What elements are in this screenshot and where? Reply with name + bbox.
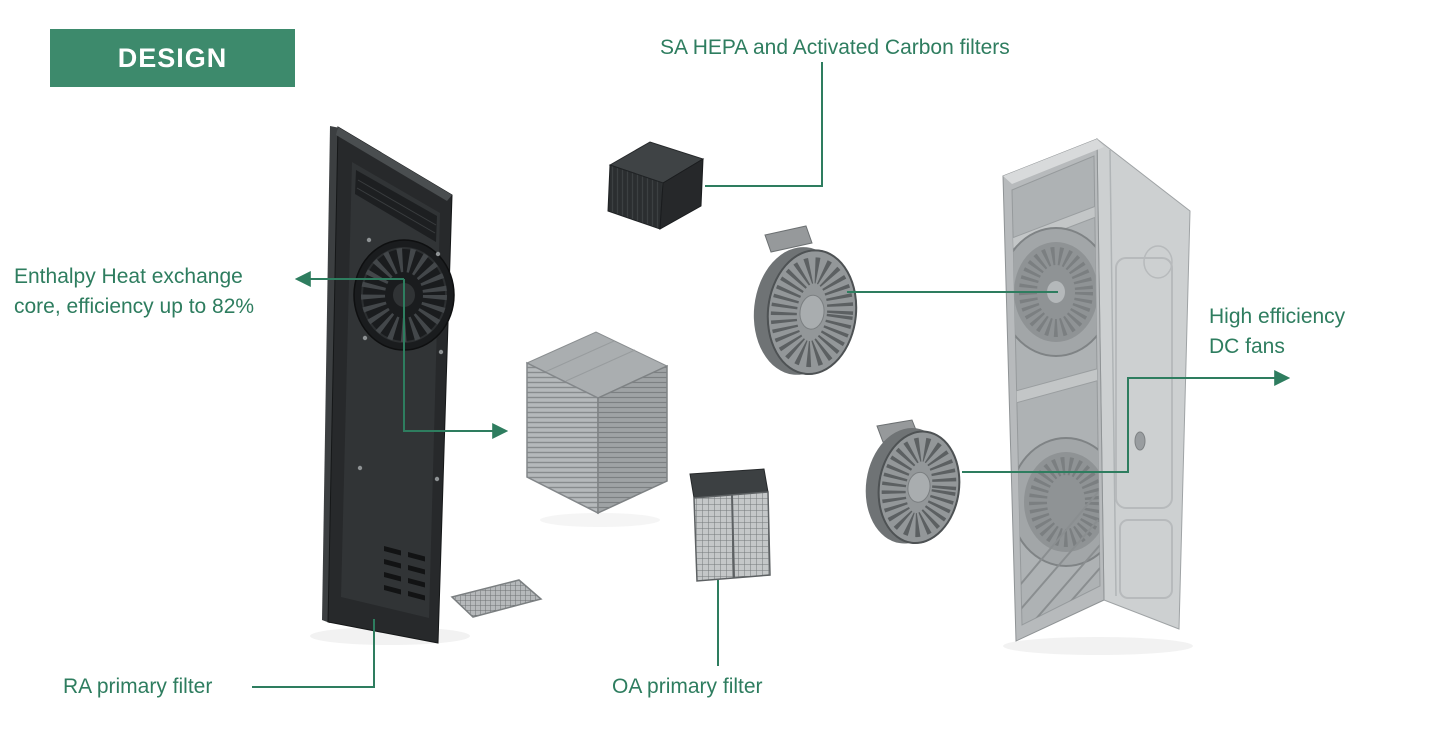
dc-fan-upper-illustration	[753, 225, 858, 376]
sa-hepa-filter-illustration	[607, 141, 705, 230]
dc-fans-callout-arrow	[962, 370, 1291, 473]
dc-fans-label-line1: High efficiency	[1209, 305, 1346, 328]
sa-hepa-label: SA HEPA and Activated Carbon filters	[660, 33, 1010, 63]
oa-filter-label-text: OA primary filter	[612, 675, 763, 698]
dc-fans-label: High efficiency DC fans	[1209, 302, 1345, 362]
enthalpy-core-label: Enthalpy Heat exchange core, efficiency …	[14, 262, 254, 322]
ra-primary-filter-illustration	[450, 579, 543, 618]
ra-filter-callout-line	[252, 619, 375, 688]
ra-filter-label-text: RA primary filter	[63, 675, 213, 698]
design-title: DESIGN	[117, 42, 228, 73]
oa-filter-label: OA primary filter	[612, 672, 763, 702]
dc-fan-lower-illustration	[865, 419, 961, 545]
housing-side-details	[1109, 149, 1173, 599]
panel-vents	[384, 546, 425, 601]
ra-filter-label: RA primary filter	[63, 672, 212, 702]
enthalpy-core-label-line2: core, efficiency up to 82%	[14, 295, 255, 318]
sa-hepa-callout-line	[705, 62, 823, 187]
back-panel-illustration	[322, 126, 455, 644]
enthalpy-callout-arrow-to-core	[403, 279, 509, 439]
oa-primary-filter-illustration	[689, 468, 771, 582]
design-title-box: DESIGN	[50, 29, 295, 87]
annotation-lines	[252, 62, 1291, 688]
main-housing-illustration	[1002, 137, 1191, 642]
sa-hepa-label-text: SA HEPA and Activated Carbon filters	[660, 36, 1010, 59]
heat-exchange-core-illustration	[525, 331, 669, 515]
dc-fans-label-line2: DC fans	[1209, 335, 1285, 358]
panel-screws	[357, 237, 444, 482]
enthalpy-core-label-line1: Enthalpy Heat exchange	[14, 265, 243, 288]
